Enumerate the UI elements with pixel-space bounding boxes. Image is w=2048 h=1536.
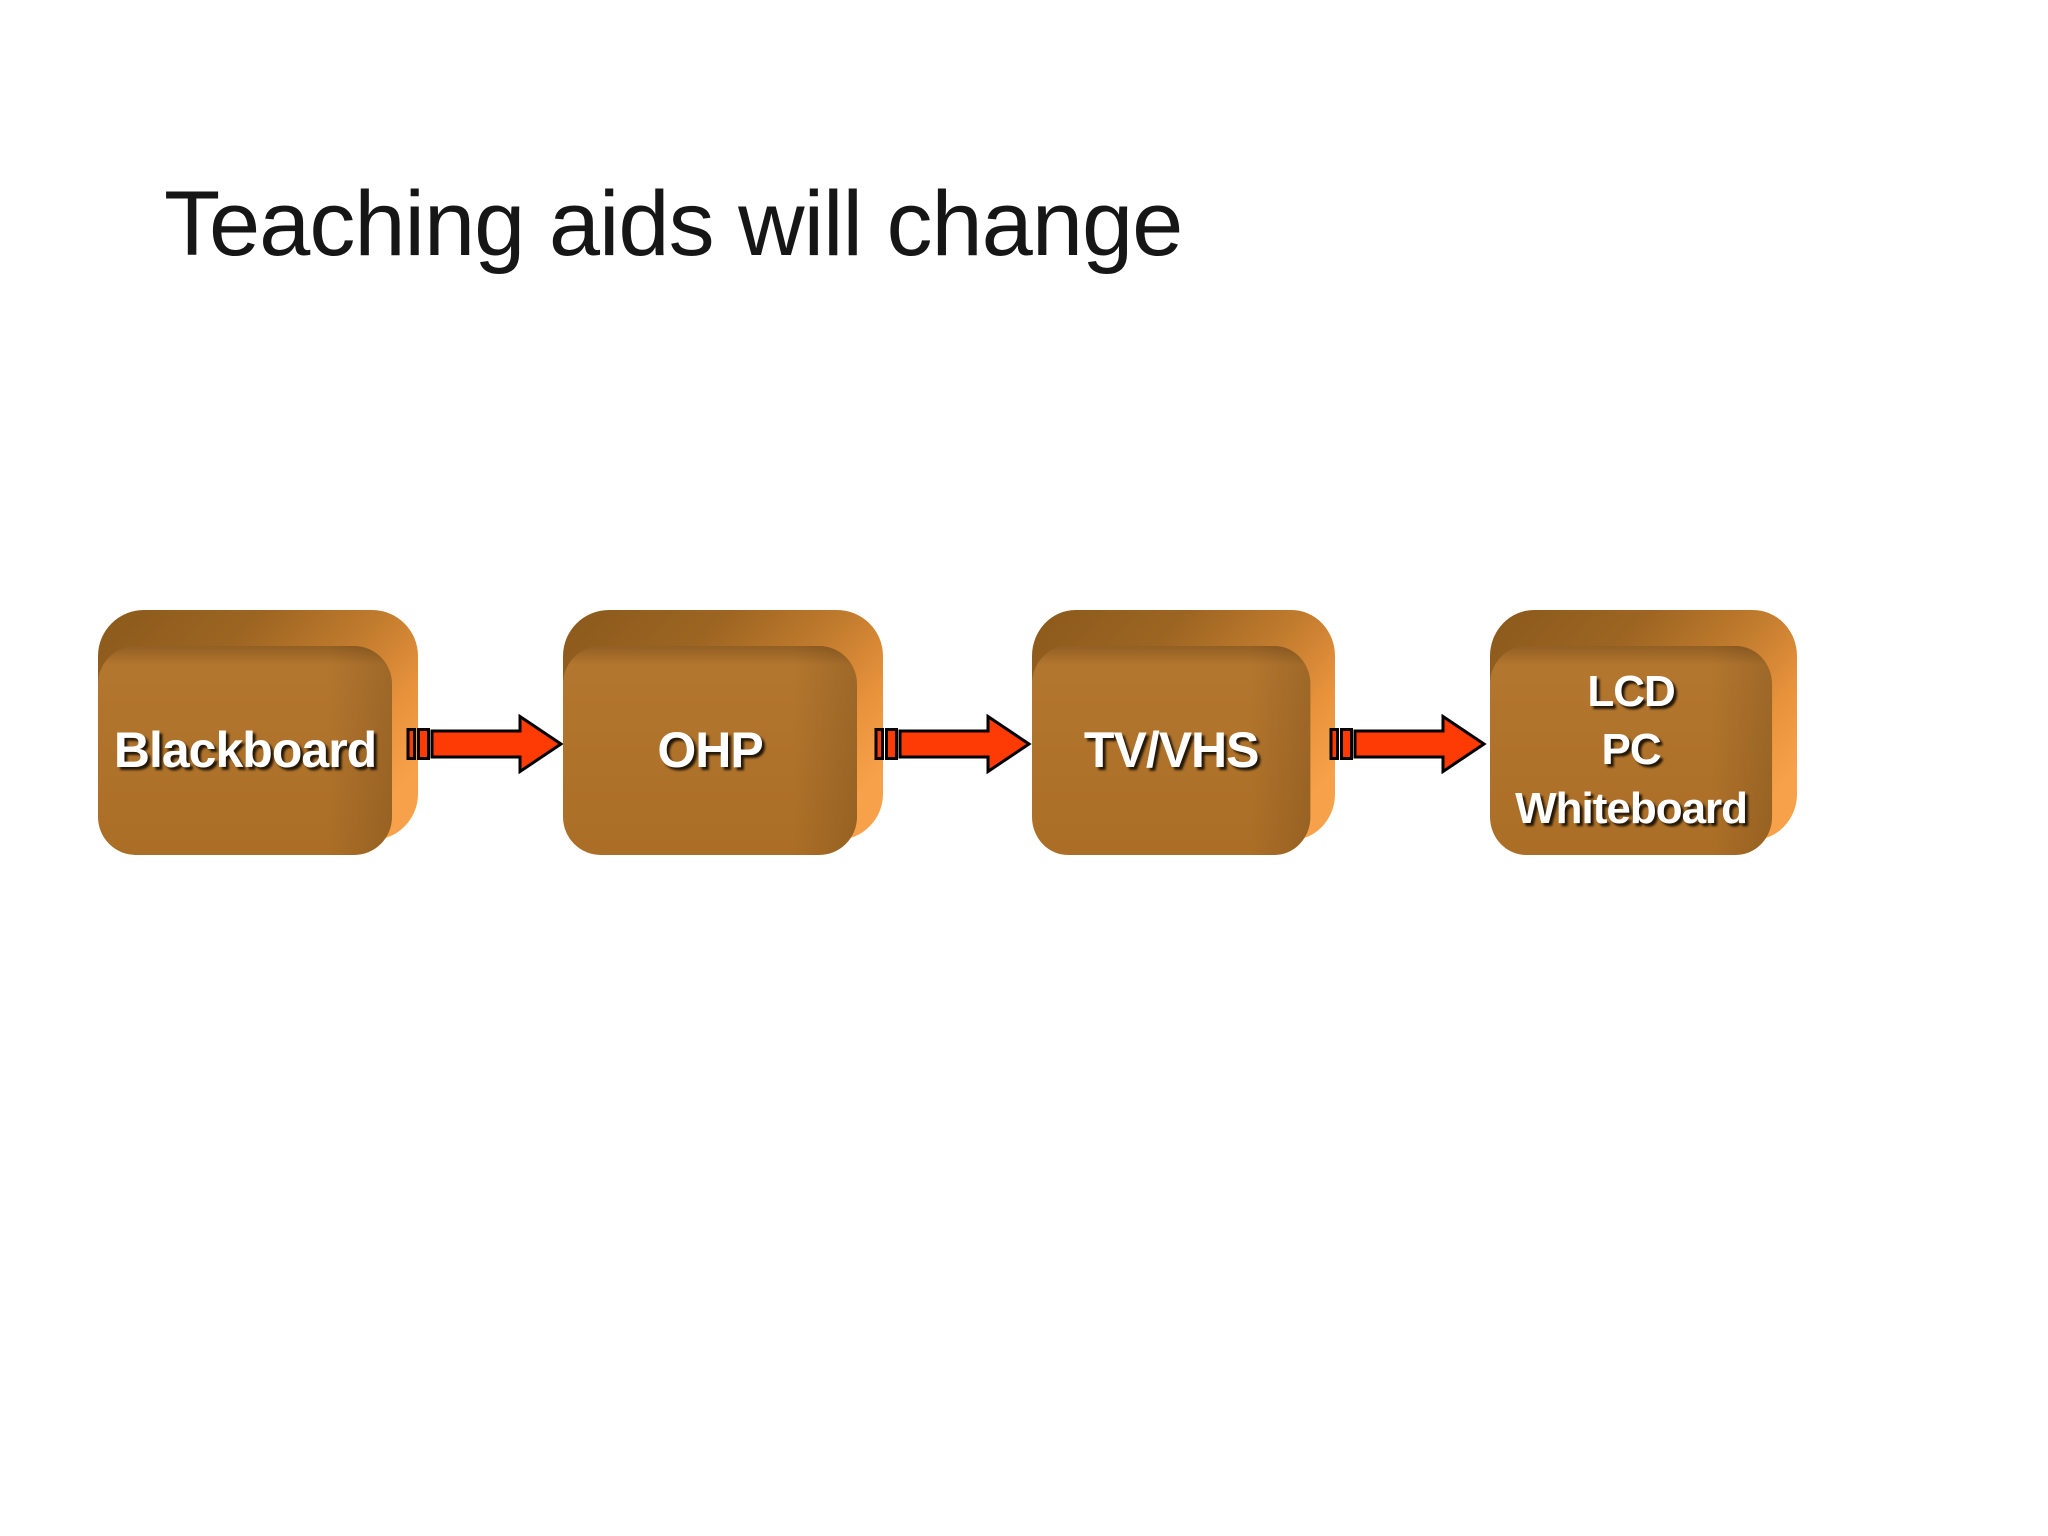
flow-box-label-line: PC <box>1601 725 1662 775</box>
3d-box-shape <box>1490 610 1797 855</box>
3d-box-shape <box>1032 610 1335 855</box>
flow-box-blackboard: Blackboard <box>98 610 418 855</box>
flow-box-label: TV/VHS <box>1083 721 1260 778</box>
flow-box-label-line: LCD <box>1587 667 1675 717</box>
flow-box-label: Blackboard <box>113 721 377 778</box>
flow-box-tv-vhs: TV/VHS <box>1032 610 1335 855</box>
striped-right-arrow-icon <box>406 714 564 774</box>
flow-box-label: OHP <box>657 721 763 778</box>
3d-box-shape <box>563 610 883 855</box>
striped-right-arrow-icon <box>874 714 1032 774</box>
flow-box-lcd-pc-whiteboard: LCD PC Whiteboard <box>1490 610 1797 855</box>
flow-box-label: LCD PC Whiteboard <box>1490 646 1772 855</box>
slide-title: Teaching aids will change <box>164 173 1183 275</box>
flow-box-ohp: OHP <box>563 610 883 855</box>
striped-right-arrow-icon <box>1329 714 1487 774</box>
3d-box-shape <box>98 610 418 855</box>
flow-box-label-line: Whiteboard <box>1515 783 1748 833</box>
